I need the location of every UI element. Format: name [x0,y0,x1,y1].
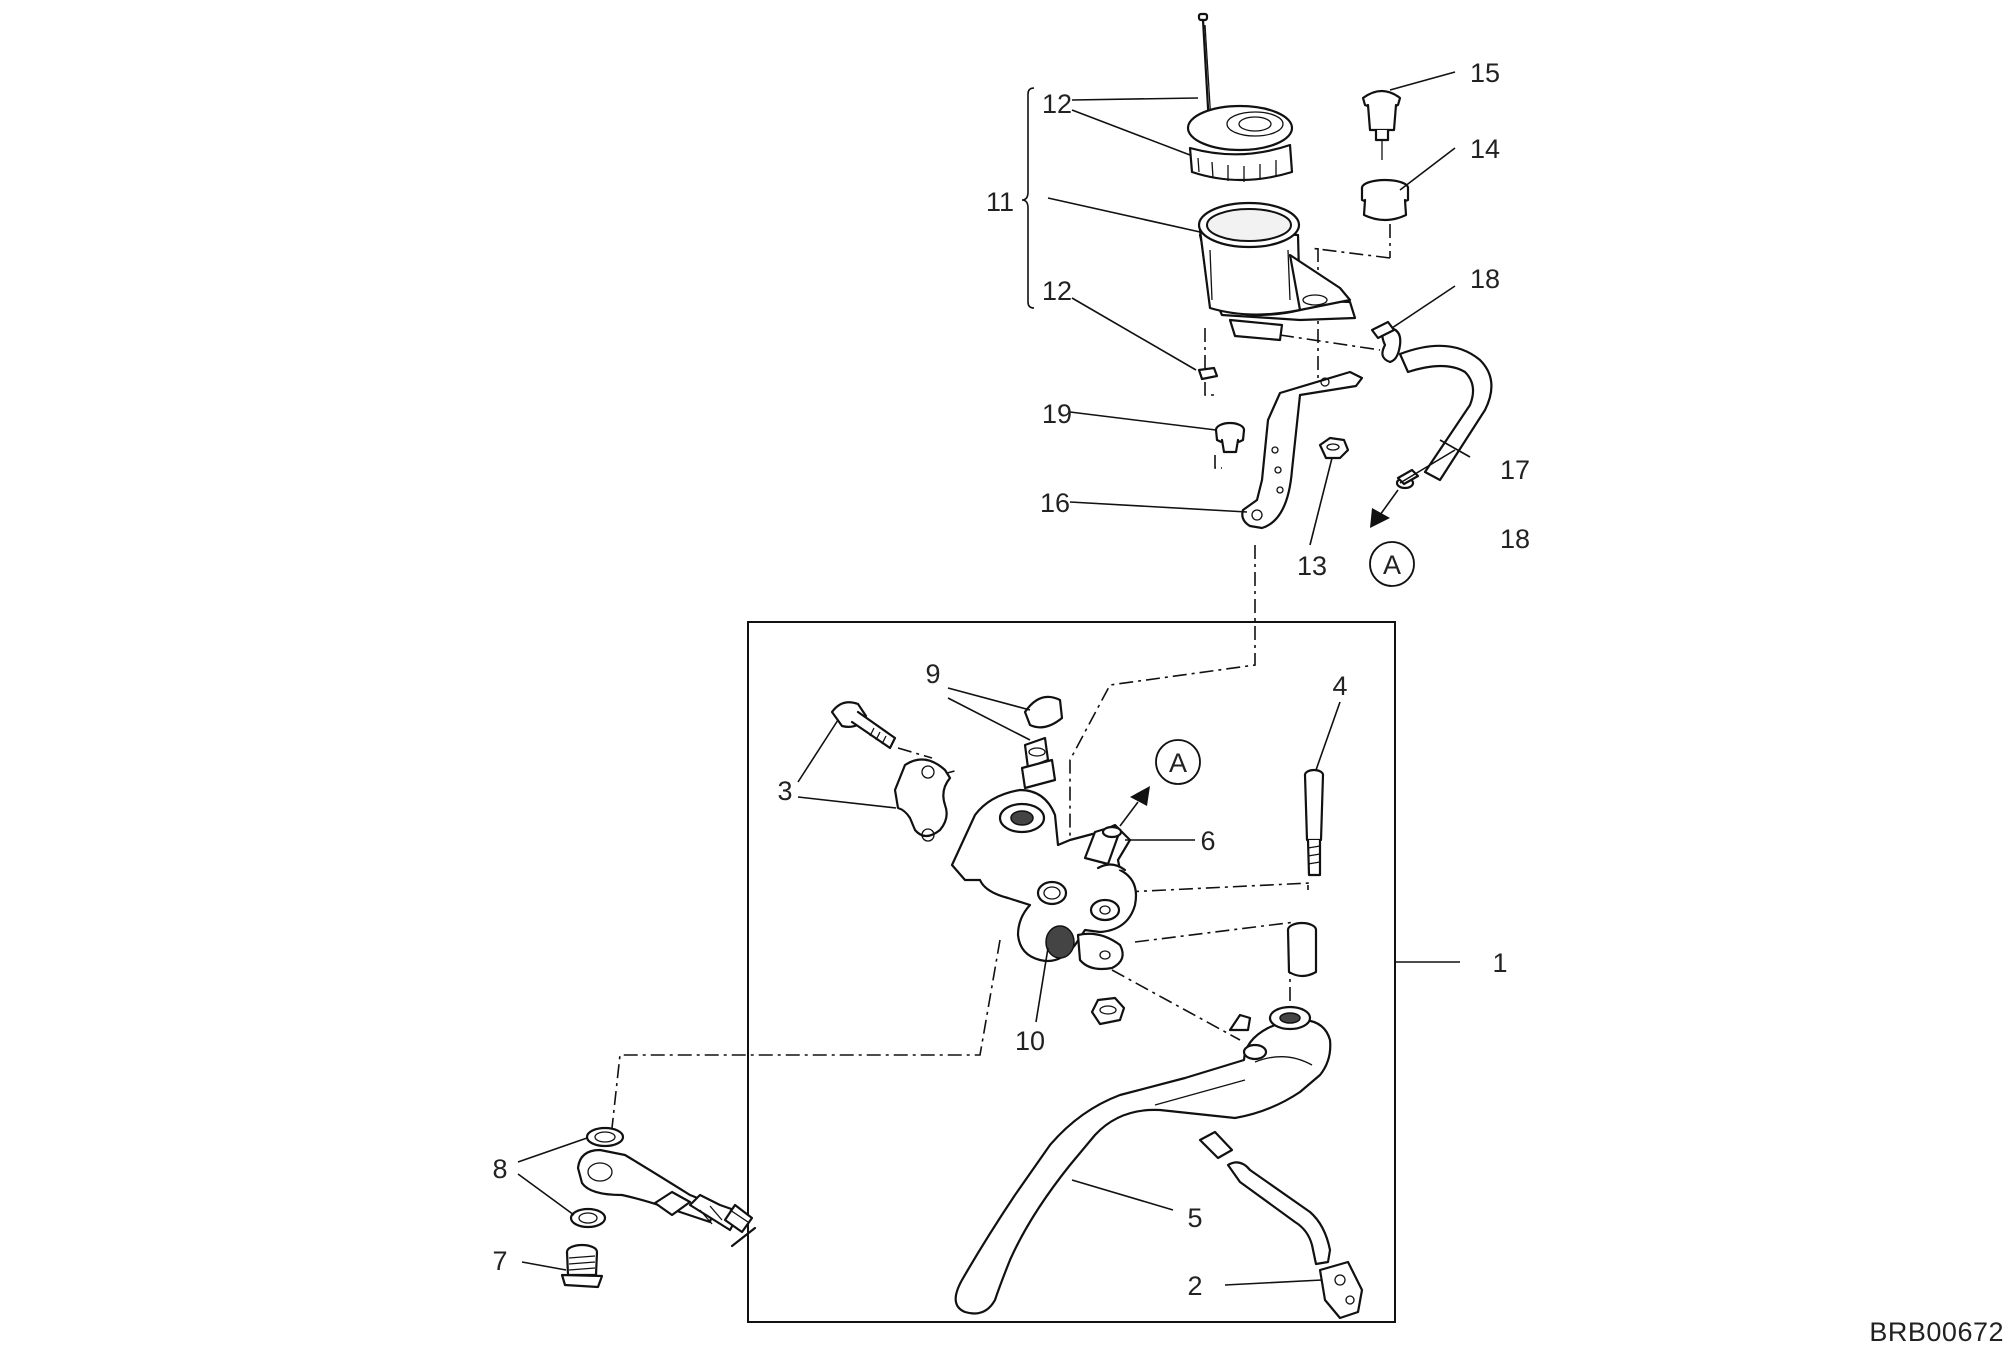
callout-8: 8 [492,1154,507,1184]
lever-pivot-pin [1303,768,1325,877]
reservoir-cap [1186,104,1294,182]
grommet-14 [1360,178,1410,222]
banjo-washer-upper [585,1126,625,1148]
clamp-bolt [830,701,897,750]
callout-4: 4 [1332,671,1347,701]
flow-arrow-lower [1119,786,1150,827]
callout-11: 11 [986,187,1014,217]
callout-1: 1 [1492,948,1507,978]
callout-16: 16 [1040,488,1070,518]
body-nut [1090,996,1126,1026]
clutch-switch [1198,1130,1364,1320]
reservoir-bracket [1241,370,1364,530]
callout-15: 15 [1470,58,1500,88]
assembly-frame [747,621,1396,1323]
callout-17: 17 [1500,455,1530,485]
screw-19 [1214,421,1246,454]
callout-7: 7 [492,1246,507,1276]
callout-labels: 1 2 3 4 5 6 7 8 9 10 11 12 12 13 14 15 1… [492,58,1530,1301]
svg-text:A: A [1383,550,1401,580]
reservoir-washer [1197,366,1219,381]
brake-hose [688,1193,757,1248]
connector-marker-lower: A [1155,739,1201,785]
reservoir-screw [1197,12,1212,127]
screw-15 [1361,89,1402,160]
nut-13 [1318,436,1350,460]
flow-arrow-upper [1370,489,1399,528]
callout-18-lower: 18 [1500,524,1530,554]
svg-text:A: A [1169,748,1187,778]
callout-12-lower: 12 [1042,276,1072,306]
banjo-fitting [576,1148,717,1224]
callout-13: 13 [1297,551,1327,581]
assembly-lines [611,224,1391,1129]
bleed-cap [1023,695,1064,729]
hose-clamp-upper [1370,320,1402,364]
callout-18-upper: 18 [1470,264,1500,294]
callout-12-upper: 12 [1042,89,1072,119]
lever-bushing [1286,921,1318,978]
callout-9: 9 [925,659,940,689]
group-brace [1021,87,1035,309]
drawing-reference-code: BRB00672 [1869,1317,2004,1347]
banjo-bolt [560,1243,604,1289]
callout-14: 14 [1470,134,1500,164]
connector-marker-upper: A [1369,541,1415,587]
reservoir-hose [1398,344,1493,482]
callout-19: 19 [1042,399,1072,429]
outlet-fitting [1083,825,1123,866]
clutch-lever [954,1005,1332,1315]
callout-2: 2 [1187,1271,1202,1301]
fluid-reservoir [1197,201,1357,342]
banjo-washer-lower [569,1207,607,1229]
callout-3: 3 [777,776,792,806]
bleed-valve [1020,736,1057,790]
callout-6: 6 [1200,826,1215,856]
handlebar-clamp [893,758,952,842]
master-cylinder-body [950,788,1138,971]
callout-10: 10 [1015,1026,1045,1056]
callout-5: 5 [1187,1203,1202,1233]
leader-lines [517,71,1471,1286]
